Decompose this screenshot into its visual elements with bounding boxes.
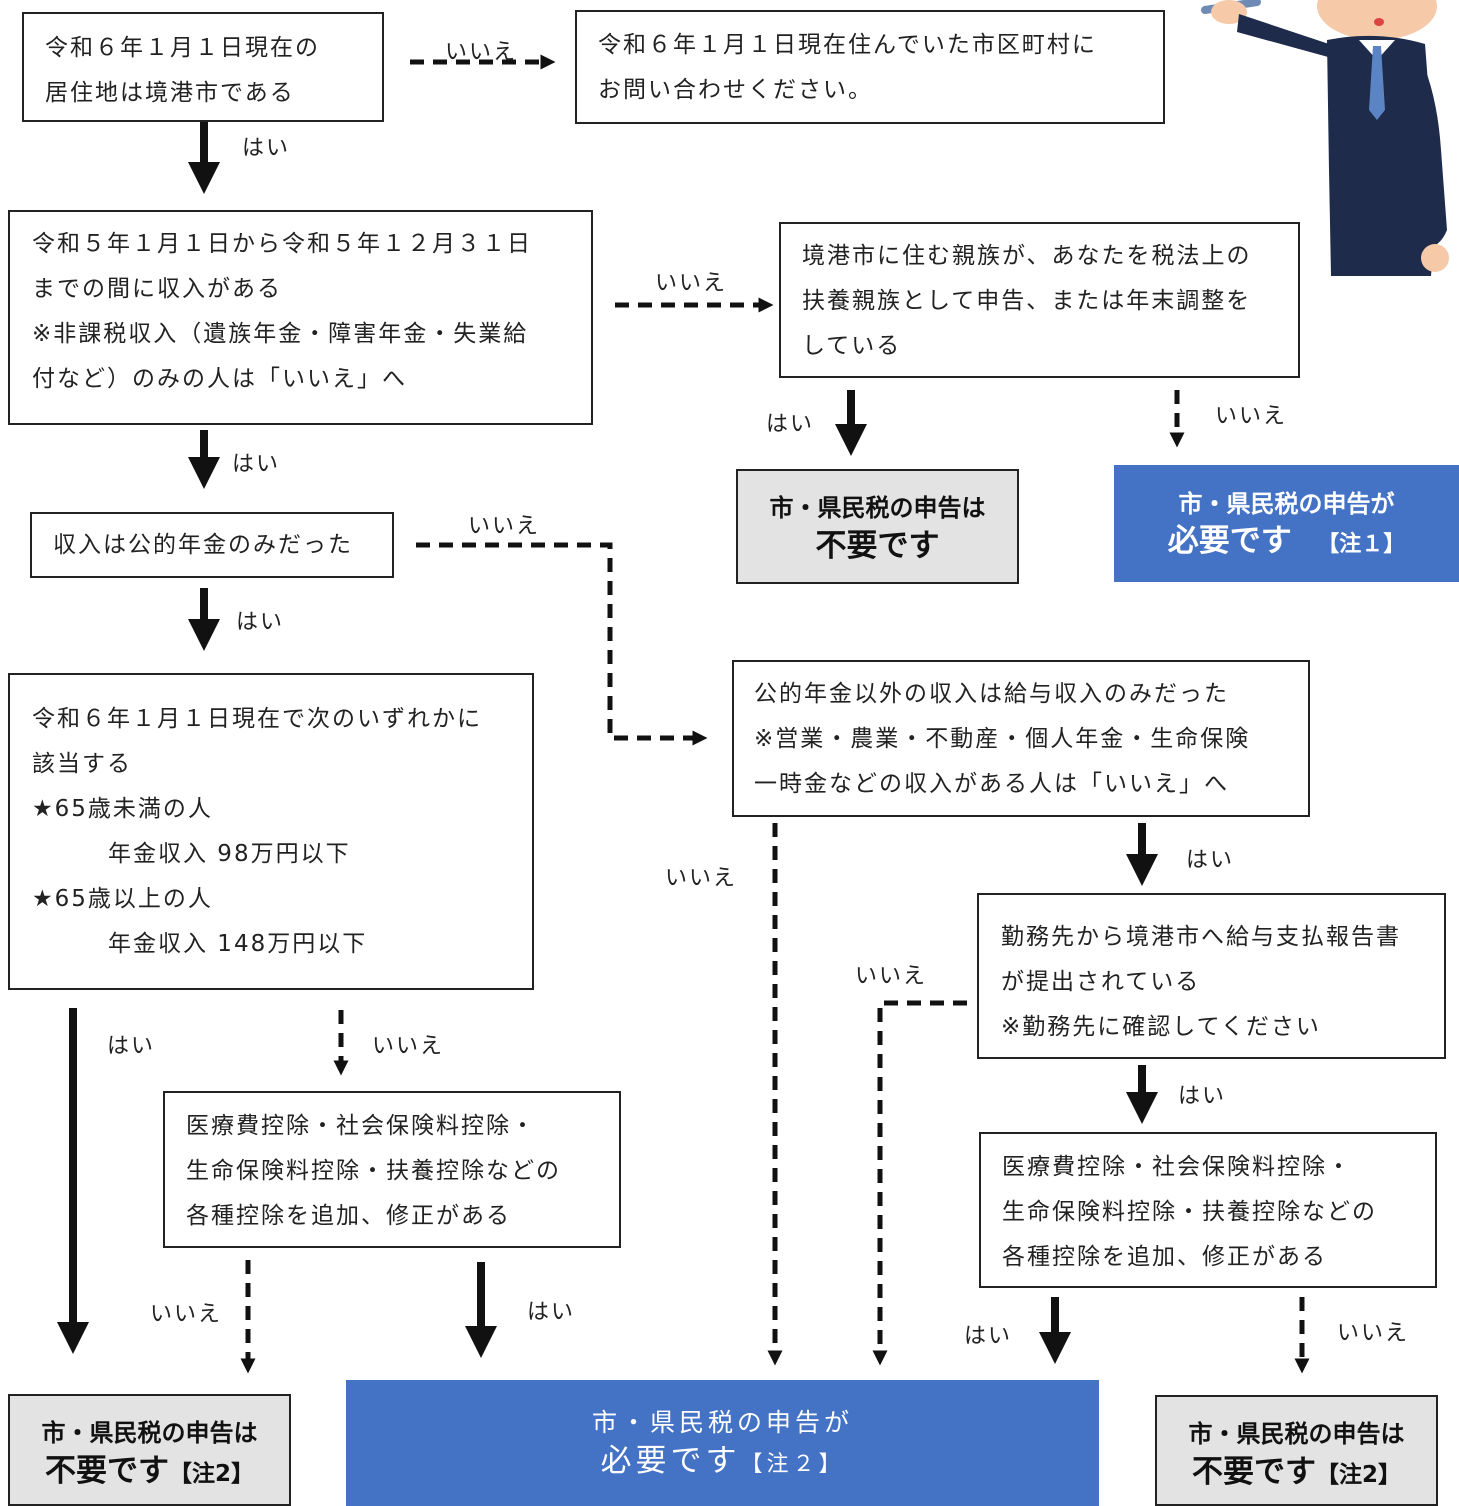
ask-other-municipality-box: 令和６年１月１日現在住んでいた市区町村に お問い合わせください。	[575, 10, 1165, 124]
label-no-q6: いいえ	[665, 866, 738, 891]
label-no-q4: いいえ	[468, 514, 541, 539]
label-yes-q2: はい	[232, 452, 281, 477]
q6-salary-only-box: 公的年金以外の収入は給与収入のみだった ※営業・農業・不動産・個人年金・生命保険…	[732, 660, 1310, 817]
result-line2: 不要です	[1191, 1454, 1316, 1490]
q1-line: 令和６年１月１日現在の	[45, 35, 320, 61]
result-line2: 必要です	[1167, 523, 1292, 559]
q7-salary-report-box: 勤務先から境港市へ給与支払報告書 が提出されている ※勤務先に確認してください	[977, 893, 1446, 1059]
result-line2: 不要です	[815, 528, 940, 564]
q8-deductions-box: 医療費控除・社会保険料控除・ 生命保険料控除・扶養控除などの 各種控除を追加、修…	[163, 1091, 621, 1248]
label-no-q7: いいえ	[855, 964, 928, 989]
label-no-q2: いいえ	[655, 271, 728, 296]
label-yes-q3: はい	[766, 412, 815, 437]
result-line1: 市・県民税の申告が	[1178, 490, 1395, 518]
q7-line: ※勤務先に確認してください	[1001, 1014, 1321, 1040]
result-note: 【注１】	[1317, 532, 1406, 557]
result-required-note1: 市・県民税の申告が 必要です 【注１】	[1114, 465, 1459, 582]
q4-pension-only-box: 収入は公的年金のみだった	[30, 512, 394, 578]
q9-line: 生命保険料控除・扶養控除などの	[1002, 1199, 1377, 1225]
q6-line: 公的年金以外の収入は給与収入のみだった	[754, 681, 1229, 707]
ask-other-line: 令和６年１月１日現在住んでいた市区町村に	[598, 32, 1097, 58]
label-yes-q8: はい	[527, 1300, 576, 1325]
ask-other-line: お問い合わせください。	[598, 77, 873, 103]
q8-line: 医療費控除・社会保険料控除・	[186, 1113, 536, 1139]
q5-age-condition-box: 令和６年１月１日現在で次のいずれかに 該当する ★65歳未満の人 年金収入 98…	[8, 673, 534, 990]
q2-line: 付など）のみの人は「いいえ」へ	[32, 366, 407, 392]
q1-residence-box: 令和６年１月１日現在の 居住地は境港市である	[22, 12, 384, 122]
result-unnecessary-left: 市・県民税の申告は 不要です【注2】	[8, 1394, 291, 1506]
label-yes-q4: はい	[236, 610, 285, 635]
q8-line: 各種控除を追加、修正がある	[186, 1203, 511, 1229]
result-note: 【注2】	[168, 1461, 254, 1487]
label-no-q3: いいえ	[1215, 404, 1288, 429]
q7-line: が提出されている	[1001, 969, 1201, 995]
q2-income-box: 令和５年１月１日から令和５年１２月３１日 までの間に収入がある ※非課税収入（遺…	[8, 210, 593, 425]
q3-dependent-box: 境港市に住む親族が、あなたを税法上の 扶養親族として申告、または年末調整を して…	[779, 222, 1300, 378]
result-unnecessary-right: 市・県民税の申告は 不要です【注2】	[1155, 1395, 1438, 1506]
label-no-q1: いいえ	[445, 40, 518, 65]
result-line2: 不要です	[44, 1453, 169, 1489]
result-line1: 市・県民税の申告が	[591, 1408, 853, 1437]
label-no-q5: いいえ	[372, 1034, 445, 1059]
label-yes-q7: はい	[1178, 1084, 1227, 1109]
result-unnecessary-top: 市・県民税の申告は 不要です	[736, 469, 1019, 584]
result-line1: 市・県民税の申告は	[1188, 1420, 1405, 1448]
presenter-illustration	[1201, 0, 1449, 277]
q4-line: 収入は公的年金のみだった	[53, 532, 353, 558]
q5-line: 年金収入 148万円以下	[108, 931, 368, 957]
result-note: 【注２】	[740, 1452, 845, 1477]
q9-deductions-box: 医療費控除・社会保険料控除・ 生命保険料控除・扶養控除などの 各種控除を追加、修…	[979, 1132, 1437, 1288]
q6-line: ※営業・農業・不動産・個人年金・生命保険	[754, 726, 1251, 752]
label-no-q8: いいえ	[150, 1302, 223, 1327]
label-yes-q6: はい	[1186, 848, 1235, 873]
q5-line: 令和６年１月１日現在で次のいずれかに	[32, 706, 482, 732]
label-yes-q1: はい	[242, 136, 291, 161]
q3-line: 扶養親族として申告、または年末調整を	[802, 288, 1252, 314]
q9-line: 各種控除を追加、修正がある	[1002, 1244, 1327, 1270]
q5-line: ★65歳未満の人	[32, 796, 213, 822]
result-required-note2: 市・県民税の申告が 必要です【注２】	[346, 1380, 1099, 1506]
q8-line: 生命保険料控除・扶養控除などの	[186, 1158, 561, 1184]
q9-line: 医療費控除・社会保険料控除・	[1002, 1154, 1352, 1180]
result-note: 【注2】	[1315, 1462, 1401, 1488]
label-yes-q5: はい	[107, 1034, 156, 1059]
q2-line: までの間に収入がある	[32, 276, 282, 302]
q3-line: 境港市に住む親族が、あなたを税法上の	[802, 243, 1252, 269]
q5-line: ★65歳以上の人	[32, 886, 213, 912]
q5-line: 該当する	[32, 751, 132, 777]
q2-line: ※非課税収入（遺族年金・障害年金・失業給	[32, 321, 529, 347]
result-line1: 市・県民税の申告は	[769, 494, 986, 522]
arrow-q4-no	[416, 542, 708, 746]
result-line1: 市・県民税の申告は	[41, 1419, 258, 1447]
arrow-q7-no	[872, 1000, 967, 1366]
q1-line: 居住地は境港市である	[45, 80, 295, 106]
label-yes-q9: はい	[964, 1324, 1013, 1349]
q7-line: 勤務先から境港市へ給与支払報告書	[1001, 924, 1401, 950]
q3-line: している	[802, 333, 902, 359]
q6-line: 一時金などの収入がある人は「いいえ」へ	[754, 771, 1229, 797]
result-line2: 必要です	[600, 1443, 741, 1479]
q5-line: 年金収入 98万円以下	[108, 841, 351, 867]
q2-line: 令和５年１月１日から令和５年１２月３１日	[32, 231, 532, 257]
label-no-q9: いいえ	[1337, 1321, 1410, 1346]
